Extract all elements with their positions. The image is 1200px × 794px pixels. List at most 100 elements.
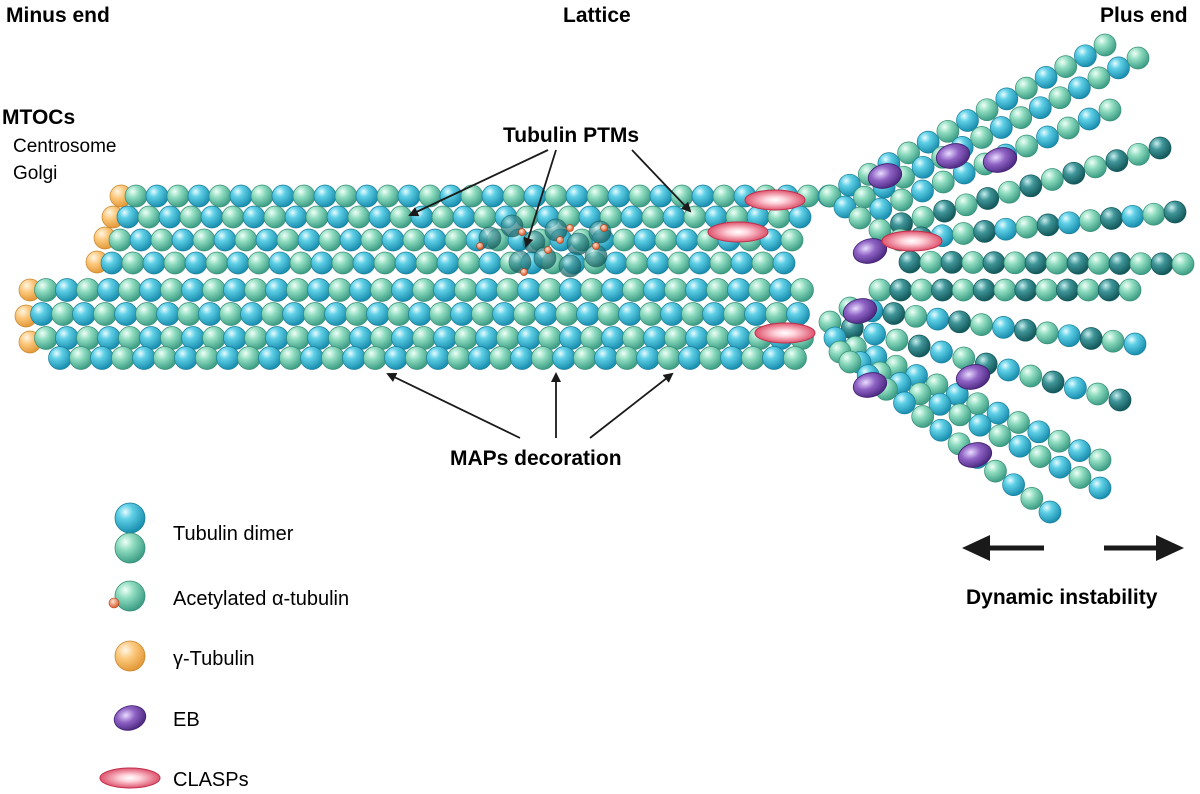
tubulin-bead: [706, 326, 730, 350]
tubulin-bead: [748, 278, 772, 302]
eb-protein: [935, 143, 971, 169]
tubulin-bead: [643, 326, 667, 350]
tubulin-bead: [431, 205, 455, 229]
tubulin-bead: [223, 326, 247, 350]
tubulin-bead: [1105, 149, 1129, 172]
tubulin-bead: [995, 87, 1019, 111]
tubulin-bead: [1126, 46, 1150, 70]
tubulin-bead: [135, 302, 159, 326]
tubulin-bead: [926, 307, 950, 331]
tubulin-bead: [198, 302, 222, 326]
tubulin-bead: [303, 302, 327, 326]
eb-protein: [852, 372, 888, 398]
tubulin-bead: [250, 184, 274, 208]
tubulin-bead: [992, 316, 1015, 339]
tubulin-bead: [286, 326, 310, 350]
tubulin-bead: [712, 184, 736, 208]
tubulin-bead: [1087, 66, 1111, 90]
tubulin-bead: [919, 250, 943, 274]
tubulin-bead: [1074, 44, 1097, 68]
tubulin-bead: [1015, 76, 1038, 100]
tubulin-bead: [889, 278, 913, 302]
tubulin-bead: [118, 278, 142, 302]
tubulin-bead: [1068, 466, 1092, 489]
tubulin-bead: [1142, 202, 1166, 226]
tubulin-bead: [523, 184, 547, 208]
tubulin-bead: [573, 346, 597, 370]
tubulin-bead: [90, 346, 114, 370]
tubulin-bead: [1076, 278, 1100, 302]
tubulin-bead: [450, 302, 474, 326]
tubulin-bead: [1003, 251, 1027, 275]
tubulin-bead: [580, 278, 604, 302]
tubulin-bead: [1035, 278, 1059, 302]
tubulin-bead: [555, 302, 579, 326]
gamma-tubulin-icon: [114, 640, 146, 672]
tubulin-bead: [208, 184, 232, 208]
tubulin-bead: [657, 346, 681, 370]
tubulin-bead: [1020, 487, 1044, 510]
tubulin-bead: [1041, 370, 1065, 394]
modified-tubulin-bead: [544, 218, 568, 242]
tubulin-bead: [594, 346, 618, 370]
tubulin-bead: [475, 326, 499, 350]
tubulin-bead: [1019, 174, 1043, 198]
tubulin-bead: [226, 251, 250, 275]
tubulin-bead: [1150, 252, 1174, 276]
tubulin-bead: [1019, 364, 1043, 388]
tubulin-bead: [1129, 252, 1153, 276]
tubulin-bead: [1027, 420, 1051, 444]
tubulin-bead: [723, 302, 747, 326]
tubulin-bead: [982, 251, 1006, 274]
tubulin-bead: [1056, 116, 1080, 140]
tubulin-bead: [55, 326, 79, 350]
tubulin-bead: [454, 278, 478, 302]
tubulin-bead: [347, 205, 371, 229]
tubulin-bead: [838, 350, 862, 374]
eb-protein: [842, 298, 878, 324]
tubulin-bead: [408, 302, 432, 326]
tubulin-bead: [452, 205, 476, 229]
acetyl-group: [518, 228, 526, 236]
tubulin-bead: [706, 278, 730, 302]
tubulin-bead: [1054, 55, 1078, 78]
tubulin-bead: [324, 302, 348, 326]
tubulin-bead: [765, 302, 789, 326]
tubulin-bead: [345, 302, 369, 326]
eb-protein: [982, 147, 1018, 173]
tubulin-bead: [163, 251, 187, 275]
tubulin-bead: [192, 228, 216, 252]
tubulin-bead: [639, 302, 663, 326]
tubulin-bead: [244, 326, 268, 350]
tubulin-bead: [1121, 204, 1145, 228]
tubulin-bead: [911, 179, 934, 203]
tubulin-bead: [391, 326, 415, 350]
tubulin-bead: [412, 326, 436, 350]
tubulin-bead: [1118, 278, 1142, 302]
tubulin-bead: [984, 459, 1007, 483]
tubulin-bead: [911, 206, 935, 229]
tubulin-bead: [951, 278, 975, 302]
tubulin-bead: [268, 251, 292, 275]
tubulin-bead: [741, 346, 765, 370]
tubulin-bead: [1028, 96, 1052, 120]
tubulin-bead: [928, 392, 952, 416]
tubulin-bead: [1148, 136, 1172, 160]
tubulin-bead: [444, 228, 468, 252]
tubulin-bead: [139, 326, 163, 350]
tubulin-bead: [436, 251, 460, 275]
tubulin-bead: [838, 173, 861, 197]
acetyl-group: [520, 268, 528, 276]
tubulin-bead: [1028, 445, 1052, 468]
tubulin-bead: [664, 326, 688, 350]
dynamic-instability-arrows: [962, 535, 1184, 561]
tubulin-bead: [370, 326, 394, 350]
tubulin-bead: [681, 302, 705, 326]
tubulin-bead: [1045, 251, 1069, 275]
tubulin-bead: [604, 251, 628, 275]
tubulin-bead: [643, 278, 667, 302]
tubulin-bead: [216, 346, 240, 370]
tubulin-bead: [489, 346, 513, 370]
tubulin-bead: [1064, 376, 1087, 400]
tubulin-bead: [1077, 107, 1101, 131]
